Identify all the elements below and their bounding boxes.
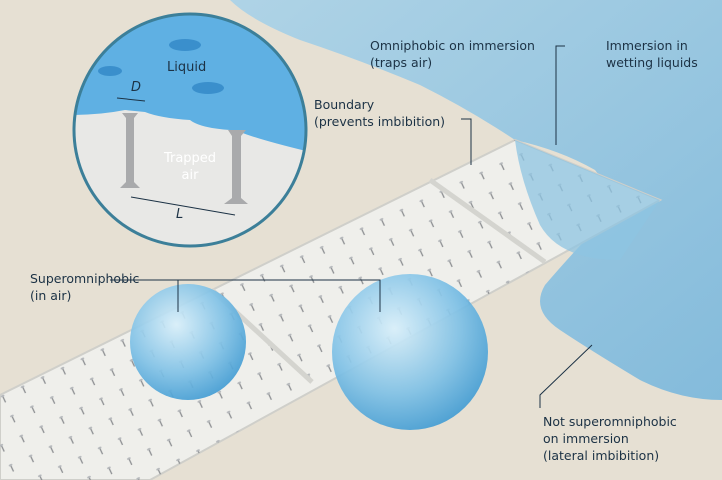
trapped-air-line2: air: [181, 168, 199, 183]
callout-line: Boundary: [314, 97, 375, 112]
droplet: [332, 274, 488, 430]
inset-trapped-air-label: Trapped air: [155, 150, 225, 184]
callout-line: (traps air): [370, 55, 433, 70]
inset-liquid-label: Liquid: [167, 60, 207, 75]
callout-line: Not superomniphobic: [543, 414, 677, 429]
callout-line: wetting liquids: [606, 55, 698, 70]
callout-line: on immersion: [543, 431, 629, 446]
callout-line: Omniphobic on immersion: [370, 38, 535, 53]
callout-line: Superomniphobic: [30, 271, 140, 286]
callout-superomniphobic: Superomniphobic (in air): [30, 270, 139, 304]
pillar: [224, 130, 248, 204]
inset-l-label: L: [176, 207, 184, 222]
l-dimension-line: [130, 196, 236, 216]
d-dimension-line: [116, 97, 146, 102]
callout-line: (prevents imbibition): [314, 114, 446, 129]
callout-not-superomniphobic: Not superomniphobic on immersion (latera…: [543, 413, 677, 464]
leader-line: [110, 279, 381, 312]
callout-immersion: Immersion in wetting liquids: [606, 37, 698, 71]
callout-line: (lateral imbibition): [543, 448, 660, 463]
boundary-ridge: [428, 177, 547, 265]
leader-line: [461, 118, 472, 165]
callout-omniphobic: Omniphobic on immersion (traps air): [370, 37, 535, 71]
leader-lines: [110, 45, 593, 408]
wetting-liquid: [230, 0, 722, 400]
inset-liquid: [74, 14, 306, 152]
inset-border: [72, 12, 308, 248]
magnified-inset: [74, 14, 306, 246]
droplet: [130, 284, 246, 400]
pillar-cap: [98, 66, 122, 76]
leader-line: [539, 344, 593, 408]
inset-d-label: D: [131, 80, 142, 95]
pillar: [120, 113, 140, 188]
callout-line: (in air): [30, 288, 72, 303]
callout-boundary: Boundary (prevents imbibition): [314, 96, 445, 130]
leader-line: [555, 45, 565, 145]
trapped-air-line1: Trapped: [163, 151, 217, 166]
callout-line: Immersion in: [606, 38, 688, 53]
immersed-strip-end: [515, 140, 660, 260]
pillar-cap: [192, 82, 224, 94]
pillar-cap: [169, 39, 201, 51]
